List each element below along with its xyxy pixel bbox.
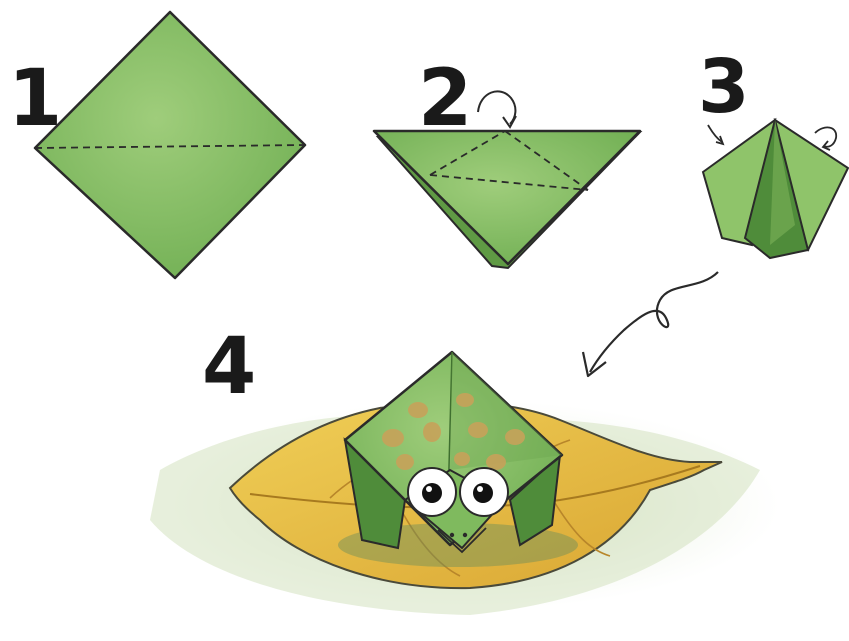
step-2-triangle bbox=[374, 131, 640, 264]
step-4: 4 bbox=[150, 322, 780, 615]
step-1: 1 bbox=[8, 12, 305, 278]
step-2: 2 bbox=[374, 54, 640, 268]
step-4-number: 4 bbox=[202, 322, 256, 412]
flow-arrow-icon bbox=[583, 272, 718, 376]
frog-left-eye bbox=[408, 468, 456, 516]
curved-fold-arrow-icon bbox=[478, 91, 516, 127]
step-3: 3 bbox=[698, 44, 848, 258]
step-3-number: 3 bbox=[698, 44, 750, 130]
frog-right-eye bbox=[460, 468, 508, 516]
curved-fold-arrow-icon bbox=[815, 127, 836, 150]
